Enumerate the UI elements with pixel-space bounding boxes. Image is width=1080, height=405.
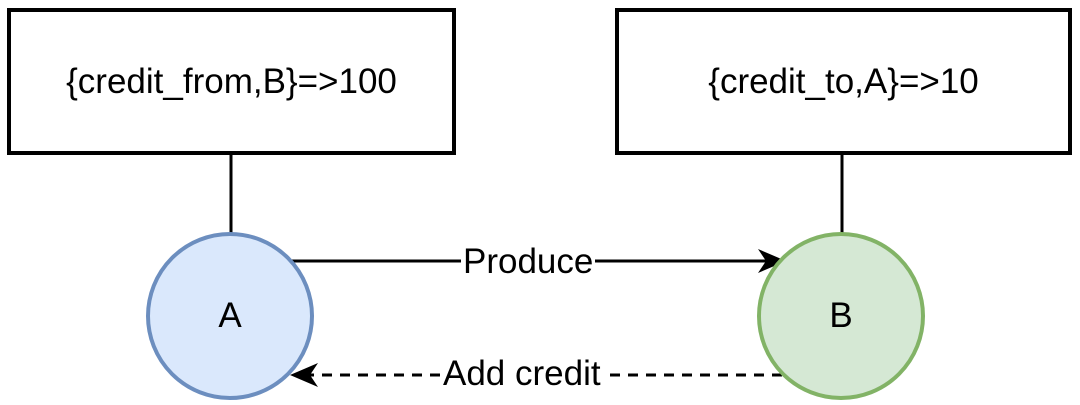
node-a-state-text: {credit_from,B}=>100 [66, 61, 397, 101]
node-b-state-box: {credit_to,A}=>10 [615, 8, 1072, 155]
produce-arrowhead [758, 249, 786, 273]
node-b-label: B [829, 296, 853, 335]
add-credit-edge-label: Add credit [441, 354, 603, 393]
node-a-label: A [218, 296, 242, 335]
node-b-state-text: {credit_to,A}=>10 [708, 61, 979, 101]
produce-edge-label: Produce [461, 242, 596, 281]
node-a-state-box: {credit_from,B}=>100 [7, 8, 456, 155]
add-credit-arrowhead [290, 363, 318, 387]
node-a[interactable]: A [146, 232, 314, 400]
node-b[interactable]: B [757, 232, 925, 400]
